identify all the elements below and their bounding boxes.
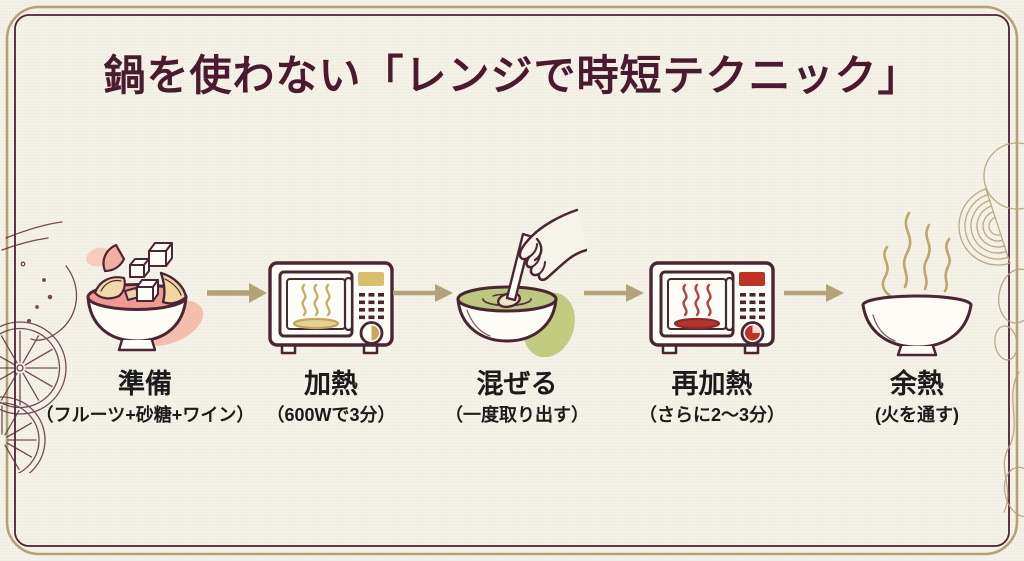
page-title: 鍋を使わない「レンジで時短テクニック」 (103, 54, 921, 100)
microwave-icon (216, 212, 446, 357)
arrow-right-icon (584, 284, 644, 302)
step-note: （一度取り出す） (445, 405, 589, 425)
arrow-right-icon (207, 283, 267, 303)
step-stir: 混ぜる （一度取り出す） (402, 208, 632, 427)
step-label: 再加熱 (671, 369, 753, 399)
step-reheat: 再加熱 （さらに2〜3分） (597, 212, 827, 427)
fruit-bowl-icon (30, 212, 260, 357)
step-label: 余熱 (890, 369, 944, 399)
microwave-red-icon (597, 212, 827, 357)
arrow-right-icon (784, 284, 844, 302)
step-note: （さらに2〜3分） (638, 405, 786, 425)
step-label: 加熱 (304, 369, 358, 399)
step-prepare: 準備 （フルーツ+砂糖+ワイン） (30, 212, 260, 427)
step-label: 準備 (118, 369, 172, 399)
arrow-right-icon (393, 284, 453, 302)
step-note: （フルーツ+砂糖+ワイン） (35, 405, 255, 425)
step-note: （600Wで3分） (266, 405, 396, 425)
step-rest: 余熱 (火を通す) (802, 211, 1024, 427)
step-note: (火を通す) (875, 405, 959, 425)
step-heat: 加熱 （600Wで3分） (216, 212, 446, 427)
steaming-bowl-icon (802, 211, 1024, 357)
step-label: 混ぜる (476, 369, 558, 399)
stirring-bowl-icon (402, 208, 632, 357)
